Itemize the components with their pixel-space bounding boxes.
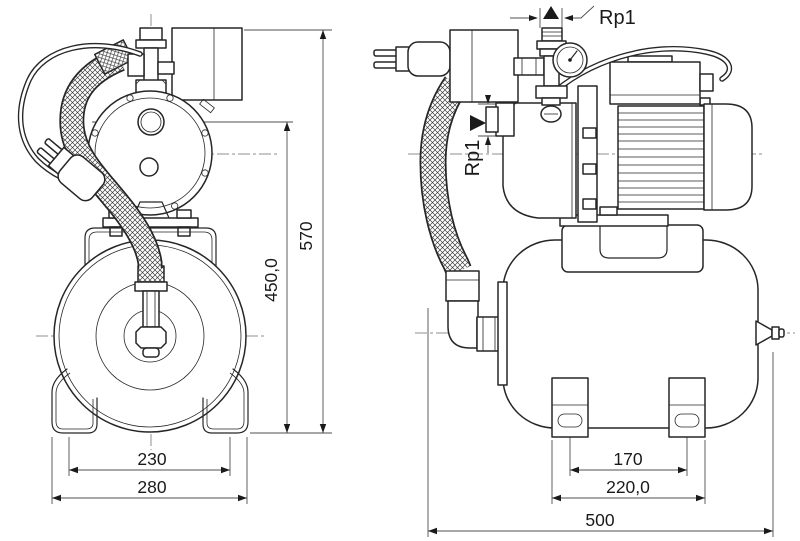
foot-slot bbox=[557, 413, 583, 428]
tank-hose-fitting-front bbox=[134, 265, 168, 358]
hex-nut bbox=[135, 326, 167, 349]
saddle-strap-outer bbox=[84, 227, 217, 273]
power-plug-front bbox=[36, 138, 106, 202]
plug-body bbox=[407, 41, 451, 77]
discharge-pipework-side bbox=[513, 27, 588, 106]
suction-port-label: Rp1 bbox=[462, 140, 484, 177]
pump-lantern-flange bbox=[577, 85, 598, 223]
base-bolt bbox=[599, 206, 618, 216]
switch-connector bbox=[513, 57, 545, 76]
drain-port bbox=[139, 157, 159, 177]
pipe-cap bbox=[139, 27, 163, 41]
tank-foot-right bbox=[202, 368, 249, 434]
terminal-box bbox=[609, 61, 701, 105]
flange-bolts-side bbox=[582, 127, 597, 210]
power-plug-side bbox=[373, 41, 451, 77]
fan-cover bbox=[703, 103, 753, 211]
motor-fins bbox=[617, 105, 705, 210]
pressure-gauge bbox=[552, 42, 588, 78]
motor bbox=[609, 55, 753, 211]
bracket-plate bbox=[102, 217, 199, 228]
tank-foot-rear-side bbox=[668, 377, 706, 438]
side-view: Rp1 Rp1 170 220,0 500 bbox=[373, 5, 795, 537]
tank-foot-left bbox=[51, 368, 98, 434]
switch-nipple bbox=[157, 61, 175, 75]
power-cord-front bbox=[17, 42, 143, 190]
fitting-tip bbox=[142, 347, 160, 358]
air-valve bbox=[755, 320, 785, 346]
dimension-label-port-height: 450,0 bbox=[261, 258, 281, 302]
front-dimensions: 230 280 450,0 570 bbox=[52, 30, 327, 502]
cable-gland bbox=[699, 73, 714, 92]
flexible-hose-side bbox=[419, 76, 502, 352]
hose-crimp bbox=[445, 270, 480, 302]
elbow-fitting bbox=[447, 300, 479, 349]
tank-foot-front-side bbox=[551, 377, 589, 438]
filler-port bbox=[137, 108, 165, 136]
port-labels: Rp1 Rp1 bbox=[462, 6, 636, 176]
dimension-label-foot-slot-spacing: 170 bbox=[613, 449, 642, 469]
tank-end-flange bbox=[497, 281, 508, 386]
pressure-tank-side bbox=[497, 224, 785, 438]
suction-arrow-icon bbox=[470, 115, 486, 131]
saddle-bracket-side bbox=[561, 224, 704, 273]
manifold-hex bbox=[535, 85, 568, 99]
pressure-switch-side bbox=[449, 29, 519, 103]
dimension-label-overall-length: 500 bbox=[585, 510, 614, 530]
dimension-label-foot-outer-spacing: 220,0 bbox=[606, 477, 650, 497]
plug-body bbox=[57, 154, 106, 202]
hose-crimp bbox=[137, 265, 165, 283]
foot-slot bbox=[674, 413, 700, 428]
gauge-needle bbox=[569, 50, 578, 61]
discharge-port bbox=[541, 27, 563, 42]
dimension-label-overall-height: 570 bbox=[296, 221, 316, 250]
dimension-label-overall-width: 280 bbox=[137, 477, 166, 497]
side-dimensions: 170 220,0 500 bbox=[428, 449, 773, 535]
front-view: 230 280 450,0 570 bbox=[17, 14, 332, 504]
dimension-label-foot-spacing: 230 bbox=[137, 449, 166, 469]
pressure-switch bbox=[171, 27, 243, 101]
discharge-arrow-icon bbox=[543, 6, 559, 19]
hose-hex-nut bbox=[127, 53, 145, 77]
union-hex-nut bbox=[476, 316, 502, 352]
bleed-tab bbox=[199, 98, 215, 114]
discharge-port-label: Rp1 bbox=[599, 7, 636, 29]
side-extension-lines bbox=[427, 5, 774, 537]
saddle-notch bbox=[599, 224, 668, 259]
